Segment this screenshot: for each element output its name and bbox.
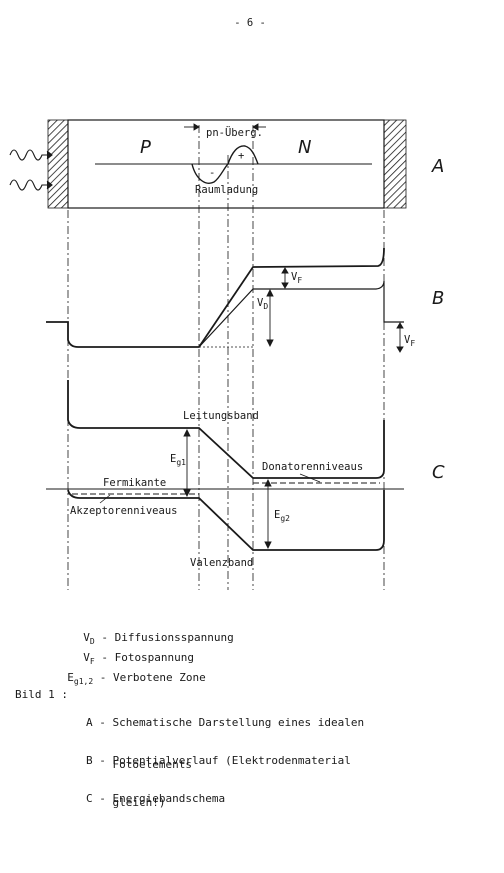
panel-c-label: C — [432, 462, 445, 483]
vd-label: VD — [257, 297, 268, 311]
conduction-band-label: Leitungsband — [183, 410, 259, 422]
acceptor-pointer — [99, 494, 111, 504]
eg1-label: Eg1 — [170, 453, 186, 467]
page-number: - 6 - — [234, 17, 266, 29]
panel-a: P N A pn-Überg. Raumladung - + — [9, 119, 444, 209]
space-charge-label: Raumladung — [195, 184, 258, 196]
valence-band-curve — [67, 489, 385, 551]
legend-vf: VF - Fotospannung — [83, 651, 195, 666]
panel-b-label: B — [432, 288, 444, 309]
vf-right-label: VF — [404, 334, 415, 348]
caption-item-a: A - Schematische Darstellung eines ideal… — [86, 716, 365, 771]
panel-b — [46, 247, 404, 353]
acceptor-levels-label: Akzeptorenniveaus — [70, 505, 177, 517]
panel-a-label: A — [431, 156, 444, 177]
potential-inner-curve — [198, 280, 404, 348]
right-electrode — [383, 119, 407, 209]
left-electrode — [47, 119, 69, 209]
photo-element-body — [67, 119, 385, 209]
caption-prefix: Bild 1 : — [15, 688, 75, 701]
legend-vd: VD - Diffusionsspannung — [83, 631, 234, 646]
light-wave-icon — [9, 149, 53, 191]
caption-item-b: B - Potentialverlauf (Elektrodenmaterial… — [86, 754, 351, 809]
junction-width-arrows — [184, 123, 266, 131]
potential-outer-curve — [46, 247, 385, 348]
fermi-edge-label: Fermikante — [103, 477, 166, 489]
legend-eg: Eg1,2 - Verbotene Zone — [67, 671, 206, 686]
caption-item-c: C - Energiebandschema — [86, 792, 226, 805]
donor-pointer — [299, 473, 321, 483]
junction-label: pn-Überg. — [206, 126, 263, 139]
n-region-label: N — [298, 137, 311, 158]
plus-sign: + — [238, 150, 244, 162]
eg2-label: Eg2 — [274, 509, 290, 523]
minus-sign: - — [209, 167, 215, 179]
p-region-label: P — [140, 137, 151, 158]
eg2-arrow — [264, 478, 272, 550]
vf-arrow — [281, 267, 289, 289]
vf-label: VF — [291, 271, 302, 285]
vf-right-arrow — [396, 322, 404, 353]
vd-arrow — [266, 288, 274, 348]
panel-c — [46, 380, 404, 551]
space-charge-curve — [191, 145, 259, 184]
eg1-arrow — [183, 428, 191, 498]
valence-band-label: Valenzband — [190, 557, 253, 569]
conduction-band-curve — [67, 380, 385, 479]
donor-levels-label: Donatorenniveaus — [262, 461, 363, 473]
